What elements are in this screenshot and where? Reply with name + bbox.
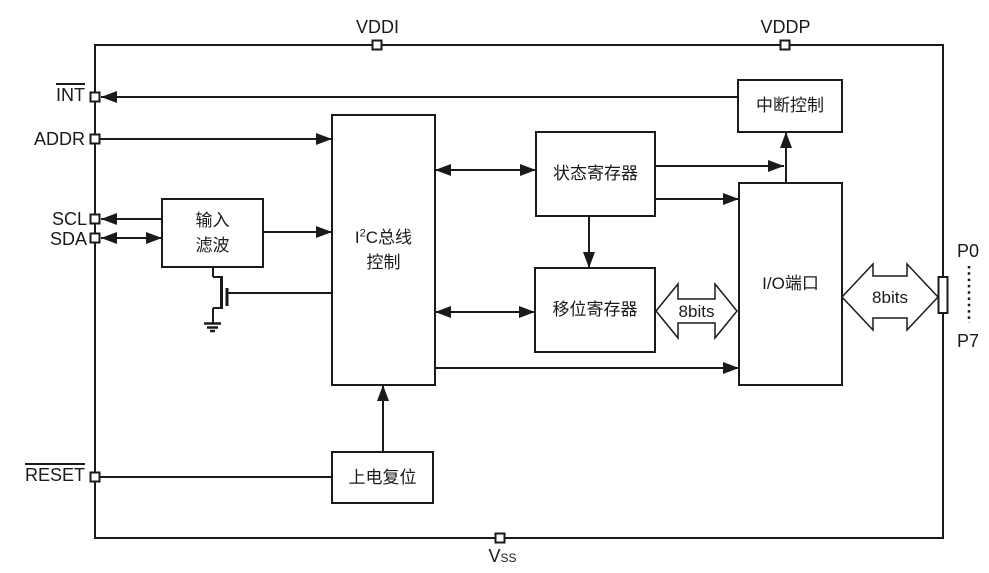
int-overbar-text: INT (56, 83, 85, 105)
pin-label-scl: SCL (51, 209, 87, 229)
pin-scl-square (89, 213, 101, 225)
pin-addr-square (89, 133, 101, 145)
pin-int-square (89, 91, 101, 103)
interrupt-control-label: 中断控制 (756, 96, 824, 116)
pin-reset-square (89, 471, 101, 483)
port-connector-bar (937, 276, 949, 314)
bus-arrow-shift-to-io (655, 281, 738, 341)
input-filter-line2: 滤波 (195, 236, 230, 255)
vss-sub-text: SS (500, 551, 517, 565)
input-filter-line1: 输入 (195, 210, 230, 230)
io-port-label: I/O端口 (762, 274, 819, 294)
pin-sda-square (89, 232, 101, 244)
i2c-sup-text: 2 (359, 226, 366, 239)
reset-overbar-text: RESET (24, 463, 85, 485)
bus-label-io-to-pins: 8bits (872, 288, 908, 307)
status-register-box (535, 131, 656, 217)
pin-label-reset: RESET (10, 463, 85, 486)
i2c-bus-text: C总线 (365, 227, 413, 247)
i2c-control-line2: 控制 (366, 253, 401, 272)
pin-vss-square (494, 532, 506, 544)
pin-label-vddp: VDDP (760, 17, 811, 37)
signal-lines (100, 91, 792, 478)
i2c-i-text: I (354, 227, 360, 247)
ground-icon (204, 322, 221, 333)
vss-main-text: V (488, 546, 501, 566)
shift-register-label: 移位寄存器 (552, 300, 638, 320)
pin-squares (89, 39, 791, 544)
pin-label-p0: P0 (956, 241, 980, 261)
input-filter-label: 输入 滤波 (162, 199, 263, 267)
i2c-control-box (331, 114, 436, 386)
bus-label-shift-to-io: 8bits (678, 302, 715, 321)
shift-register-box (534, 267, 656, 353)
i2c-control-label: I2C总线 控制 (332, 115, 435, 385)
pin-vddp-square (779, 39, 791, 51)
pin-label-int: INT (20, 83, 85, 106)
io-port-box (738, 182, 843, 386)
i2c-control-line1: I2C总线 (355, 225, 412, 251)
status-register-label: 状态寄存器 (553, 164, 638, 184)
pin-label-addr: ADDR (33, 129, 85, 149)
mosfet-icon (212, 267, 229, 323)
pin-label-vddi: VDDI (355, 17, 399, 37)
pin-vddi-square (371, 39, 383, 51)
pin-label-p7: P7 (956, 331, 980, 351)
power-on-reset-label: 上电复位 (348, 467, 417, 487)
pin-label-vss: VSS (470, 546, 535, 567)
pin-label-sda: SDA (49, 229, 87, 249)
